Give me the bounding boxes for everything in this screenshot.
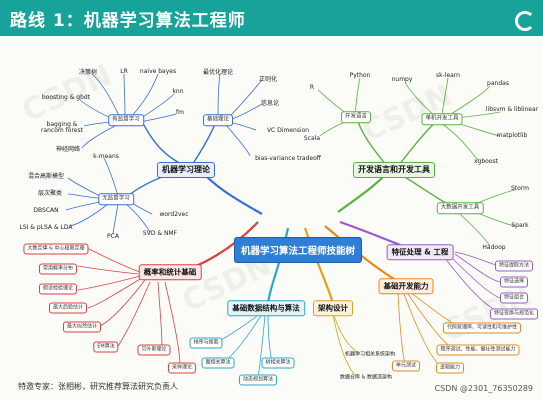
leaf-storm: Storm [510,185,530,192]
leaf-hadoop: Hadoop [482,244,506,251]
leaf-sampling: 采样理论 [167,362,197,374]
hub-arch: 架构设计 [313,300,353,316]
node-single-tools: 单机开发工具 [421,113,463,125]
leaf-libsvm: libsvm & liblinear [485,106,539,113]
leaf-feature-combine: 特征组合 [499,292,529,304]
leaf-pac: 最优化理论 [202,69,234,76]
leaf-bagging: bagging & rancom forest [41,121,83,134]
header-bar: 路线 1：机器学习算法工程师 [0,0,543,36]
leaf-boosting: boosting & gbdt [41,94,91,101]
leaf-knn: knn [172,88,184,95]
leaf-gmm: 混合高斯模型 [27,173,65,180]
leaf-pca: PCA [107,233,119,240]
leaf-nn: 神经网络 [55,146,81,153]
root-node: 机器学习算法工程师技能树 [233,237,363,263]
leaf-r: R [309,84,315,91]
leaf-code-mgmt: 代码管理库、可读性和可维护性 [442,322,522,334]
node-basic-theory: 基础理论 [202,114,234,126]
leaf-bias-var: bias-variance tradeoff [255,155,321,162]
leaf-em: EM算法 [93,341,119,353]
leaf-fm: fm [176,109,184,116]
hub-prob-stat: 概率和统计基础 [138,264,202,280]
footer-watermark: CSDN @2301_76350289 [434,384,533,393]
leaf-scala: Scala [303,135,321,142]
page-title: 路线 1：机器学习算法工程师 [10,11,246,31]
leaf-hypothesis: 假设检验理论 [38,283,78,295]
leaf-svd: SVD & NMF [142,230,178,237]
leaf-ml-arch: 机器学习相关系统架构 [344,351,396,358]
leaf-word2vec: word2vec [159,211,189,218]
footer-credit: 特邀专家：张相彬，研究推荐算法研究负责人 [18,382,178,391]
leaf-feature-extract: 特征提取方法 [494,260,534,272]
leaf-unit-test: 单元测试 [391,360,421,372]
leaf-bayes: 贝叶斯理论 [137,344,171,356]
leaf-feature-select: 特征选择 [499,276,529,288]
leaf-xgboost: xgboost [474,158,498,165]
hub-basic-dev: 基础开发能力 [378,278,434,294]
hub-ds-algo: 基础数据结构与算法 [227,300,305,316]
node-unsupervised: 无监督学习 [98,193,134,205]
leaf-map: 最大后验估计 [48,302,88,314]
leaf-lr: LR [120,68,128,75]
leaf-hierarchical: 层次聚类 [37,190,63,197]
leaf-naive-bayes: naive bayes [139,68,177,75]
leaf-dp: 动态规划算法 [238,374,278,386]
leaf-debug: 程序调试、性能、健壮性测试能力 [436,344,520,356]
leaf-sort-search: 排序与搜索 [189,337,223,349]
leaf-vc: VC Dimension [266,127,310,134]
leaf-decision-tree: 决策树 [78,69,98,76]
leaf-feature-transform: 特征变换与规范化 [489,308,539,320]
leaf-distributions: 常用概率分布 [38,263,78,275]
hub-ml-theory: 机器学习理论 [157,162,215,178]
leaf-pandas: pandas [487,80,509,87]
hub-feature: 特征处理 & 工程 [386,244,454,260]
hub-dev-lang: 开发语言和开发工具 [353,162,435,178]
leaf-info-theory: 信息论 [260,100,280,107]
mind-map: CSDN CSDN CSDN CSDN 机器学习算法工程师技能树 机器学习理论 … [0,36,543,400]
leaf-kmeans: k-means [93,153,119,160]
leaf-lln-clt: 大数定律 & 中心极限定理 [23,243,89,255]
leaf-logic: 逻辑能力 [435,362,465,374]
node-supervised: 有监督学习 [108,114,144,126]
csdn-logo-icon [515,11,535,31]
node-dev-langs: 开发语言 [340,111,372,123]
leaf-dw-arch: 数据仓库 & 数据流架构 [339,374,393,381]
node-bigdata-tools: 大数据开发工具 [436,202,484,214]
leaf-graph: 图相关算法 [201,357,235,369]
leaf-python: Python [349,72,371,79]
leaf-sklearn: sk-learn [436,72,460,79]
leaf-mle: 最大似然估计 [62,321,102,333]
leaf-matplotlib: matplotlib [496,132,528,139]
leaf-dbscan: DBSCAN [33,207,59,214]
leaf-numpy: numpy [391,76,413,83]
leaf-spark: Spark [511,222,529,229]
leaf-tree: 树相关算法 [261,357,295,369]
leaf-regularization: 正则化 [258,76,278,83]
leaf-lsi: LSI & pLSA & LDA [19,224,73,231]
